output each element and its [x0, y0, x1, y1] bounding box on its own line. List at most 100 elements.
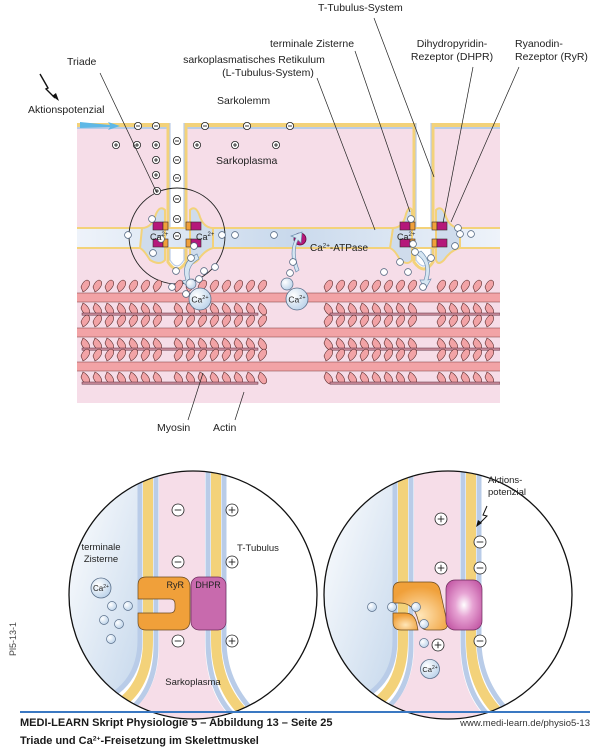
label-detail-aktionspotenzial: Aktions- potenzial	[488, 475, 526, 499]
actin-filament	[81, 347, 259, 351]
myosin-head	[460, 314, 470, 328]
myosin-head	[448, 279, 458, 293]
ca-ion-large-1: Ca2+	[188, 287, 212, 311]
ca-ion	[124, 231, 132, 239]
myosin-head	[460, 348, 470, 362]
ca-ion	[218, 231, 226, 239]
myosin-head	[152, 279, 162, 293]
myosin-head	[323, 279, 333, 293]
myosin-head	[233, 279, 243, 293]
myosin-head	[92, 314, 102, 328]
myosin-head	[323, 337, 333, 351]
figure-code: Pl5-13-1	[8, 621, 19, 657]
label-ryr-line1: Ryanodin-	[515, 38, 563, 50]
footer-subtitle-prefix: Triade und Ca	[20, 735, 93, 747]
sarkolemm	[77, 123, 500, 129]
myosin-head	[407, 348, 417, 362]
minus-charge	[172, 231, 181, 240]
myosin-head	[80, 279, 90, 293]
myosin-head	[257, 348, 267, 362]
myosin-head	[209, 314, 219, 328]
myosin-head	[128, 348, 138, 362]
plus-charge	[225, 503, 239, 517]
minus-charge	[172, 214, 181, 223]
sarkoplasma-area	[77, 123, 500, 403]
label-terminale-zisterne: terminale Zisterne	[270, 38, 355, 50]
myosin-head	[359, 348, 369, 362]
ca-charge: 2+	[202, 295, 208, 301]
ca-ion	[451, 242, 459, 250]
ca-ion	[149, 249, 157, 257]
ca-ion	[182, 290, 190, 298]
ca-ion	[148, 215, 156, 223]
myosin-head	[347, 348, 357, 362]
plus-charge	[225, 555, 239, 569]
label-ca-atpase: Ca2+-ATPase	[310, 242, 368, 255]
label-sr-line1: sarkoplasmatisches Retikulum	[183, 54, 325, 66]
myosin-head	[197, 348, 207, 362]
myosin-head	[407, 314, 417, 328]
ca-label-released: Ca2+	[422, 665, 437, 674]
dhpr-activated	[445, 579, 483, 631]
ca-atpase-charge: 2+	[322, 242, 330, 250]
ca-ion	[157, 235, 165, 243]
myosin-head	[335, 348, 345, 362]
myosin-head	[173, 279, 183, 293]
myosin-head	[221, 279, 231, 293]
myosin-head	[152, 314, 162, 328]
myosin-head	[359, 279, 369, 293]
minus-charge	[133, 122, 142, 131]
label-sarkoplasma-detail: Sarkoplasma	[165, 677, 221, 688]
myosin-head	[323, 348, 333, 362]
detail-resting: Ca2+ terminale Zisterne T-Tubulus RyR DH…	[69, 471, 317, 719]
label-aktionspotenzial: Aktionspotenzial	[28, 104, 105, 116]
myosin-head	[335, 314, 345, 328]
ca-label-sr-right: Ca2+	[397, 232, 416, 242]
plus-charge	[151, 155, 160, 164]
myosin-head	[233, 348, 243, 362]
ca-ion	[396, 258, 404, 266]
myosin-head	[221, 314, 231, 328]
ca-ion	[231, 231, 239, 239]
svg-text:Ca2+: Ca2+	[191, 295, 208, 305]
myosin-head	[448, 348, 458, 362]
dhpr-resting	[190, 576, 227, 631]
plus-charge	[230, 140, 239, 149]
myosin-head	[173, 348, 183, 362]
label-t-tubulus-system: T-Tubulus-System	[318, 2, 403, 14]
ca-ion	[168, 283, 176, 291]
actin-filament	[81, 312, 259, 316]
myosin-head	[323, 314, 333, 328]
plus-charge	[431, 638, 445, 652]
label-myosin: Myosin	[157, 422, 191, 434]
minus-charge	[285, 122, 294, 131]
ca-label-detail: Ca2+	[93, 584, 109, 593]
plus-charge	[132, 140, 141, 149]
label-terminale: terminale	[81, 542, 120, 553]
label-sarkolemm: Sarkolemm	[217, 95, 271, 107]
plus-charge	[271, 140, 280, 149]
ca-ion	[286, 269, 294, 277]
label-dhpr-line2: Rezeptor (DHPR)	[410, 51, 494, 63]
ca-ion	[200, 267, 208, 275]
plus-charge	[151, 170, 160, 179]
ca-ion	[411, 248, 419, 256]
ca-atpase-ca: Ca	[310, 243, 323, 254]
myosin-head	[395, 279, 405, 293]
myosin-head	[116, 348, 126, 362]
myosin-head	[152, 348, 162, 362]
myosin-head	[484, 314, 494, 328]
ca-ions	[124, 215, 475, 298]
label-ryr: RyR	[167, 580, 185, 590]
ca-ion-large-2: Ca2+	[285, 287, 309, 311]
myosin-head	[472, 314, 482, 328]
footer-url[interactable]: www.medi-learn.de/physio5-13	[460, 718, 590, 729]
label-dhpr-line1: Dihydropyridin-	[416, 38, 488, 50]
ca-ion	[409, 240, 417, 248]
myosin-head	[257, 279, 267, 293]
ca-ion	[190, 242, 198, 250]
ca-ion	[195, 275, 203, 283]
ca-ion	[467, 230, 475, 238]
detail-right-border	[323, 470, 573, 720]
ca-ion	[289, 258, 297, 266]
